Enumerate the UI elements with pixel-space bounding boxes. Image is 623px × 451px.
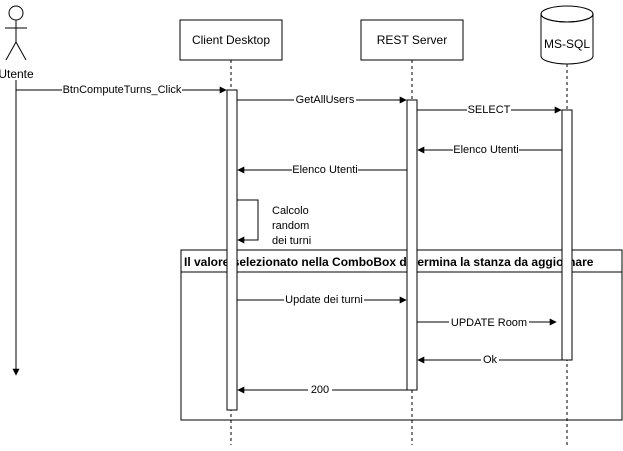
message-get-all-users: GetAllUsers	[237, 93, 407, 106]
client-desktop-label: Client Desktop	[192, 33, 270, 47]
message-btn-click: BtnComputeTurns_Click	[16, 83, 227, 96]
rest-server-label: REST Server	[377, 33, 447, 47]
message-ok: Ok	[417, 353, 562, 366]
ok-label: Ok	[483, 354, 498, 366]
participant-client-desktop[interactable]: Client Desktop	[179, 19, 283, 61]
elenco-utenti-server-label: Elenco Utenti	[292, 164, 357, 176]
message-select: SELECT	[417, 103, 562, 116]
message-elenco-utenti-server: Elenco Utenti	[237, 163, 407, 176]
db-activation	[561, 109, 573, 361]
select-label: SELECT	[468, 104, 511, 116]
btn-click-label: BtnComputeTurns_Click	[63, 84, 182, 96]
server-activation	[406, 99, 418, 391]
message-200: 200	[237, 383, 407, 396]
participant-ms-sql[interactable]: MS-SQL	[540, 5, 594, 65]
ms-sql-label: MS-SQL	[544, 37, 590, 51]
calcolo-line1: Calcolo	[272, 205, 309, 217]
participant-rest-server[interactable]: REST Server	[360, 19, 464, 61]
elenco-utenti-db-label: Elenco Utenti	[453, 144, 518, 156]
update-turni-label: Update dei turni	[285, 294, 363, 306]
message-elenco-utenti-db: Elenco Utenti	[417, 143, 562, 156]
update-room-label: UPDATE Room	[451, 317, 527, 329]
actor-utente: Utente	[0, 5, 34, 81]
message-update-room: UPDATE Room	[417, 315, 557, 329]
message-calcolo-random: Calcolo random dei turni	[237, 199, 311, 247]
actor-label: Utente	[0, 67, 34, 81]
calcolo-line3: dei turni	[272, 235, 311, 247]
calcolo-line2: random	[272, 220, 309, 232]
status-200-label: 200	[311, 384, 329, 396]
frame-title: Il valore selezionato nella ComboBox det…	[184, 255, 594, 269]
get-all-users-label: GetAllUsers	[296, 94, 355, 106]
message-update-turni: Update dei turni	[237, 293, 407, 306]
client-activation	[226, 89, 238, 411]
frame-fragment: Il valore selezionato nella ComboBox det…	[180, 249, 623, 421]
